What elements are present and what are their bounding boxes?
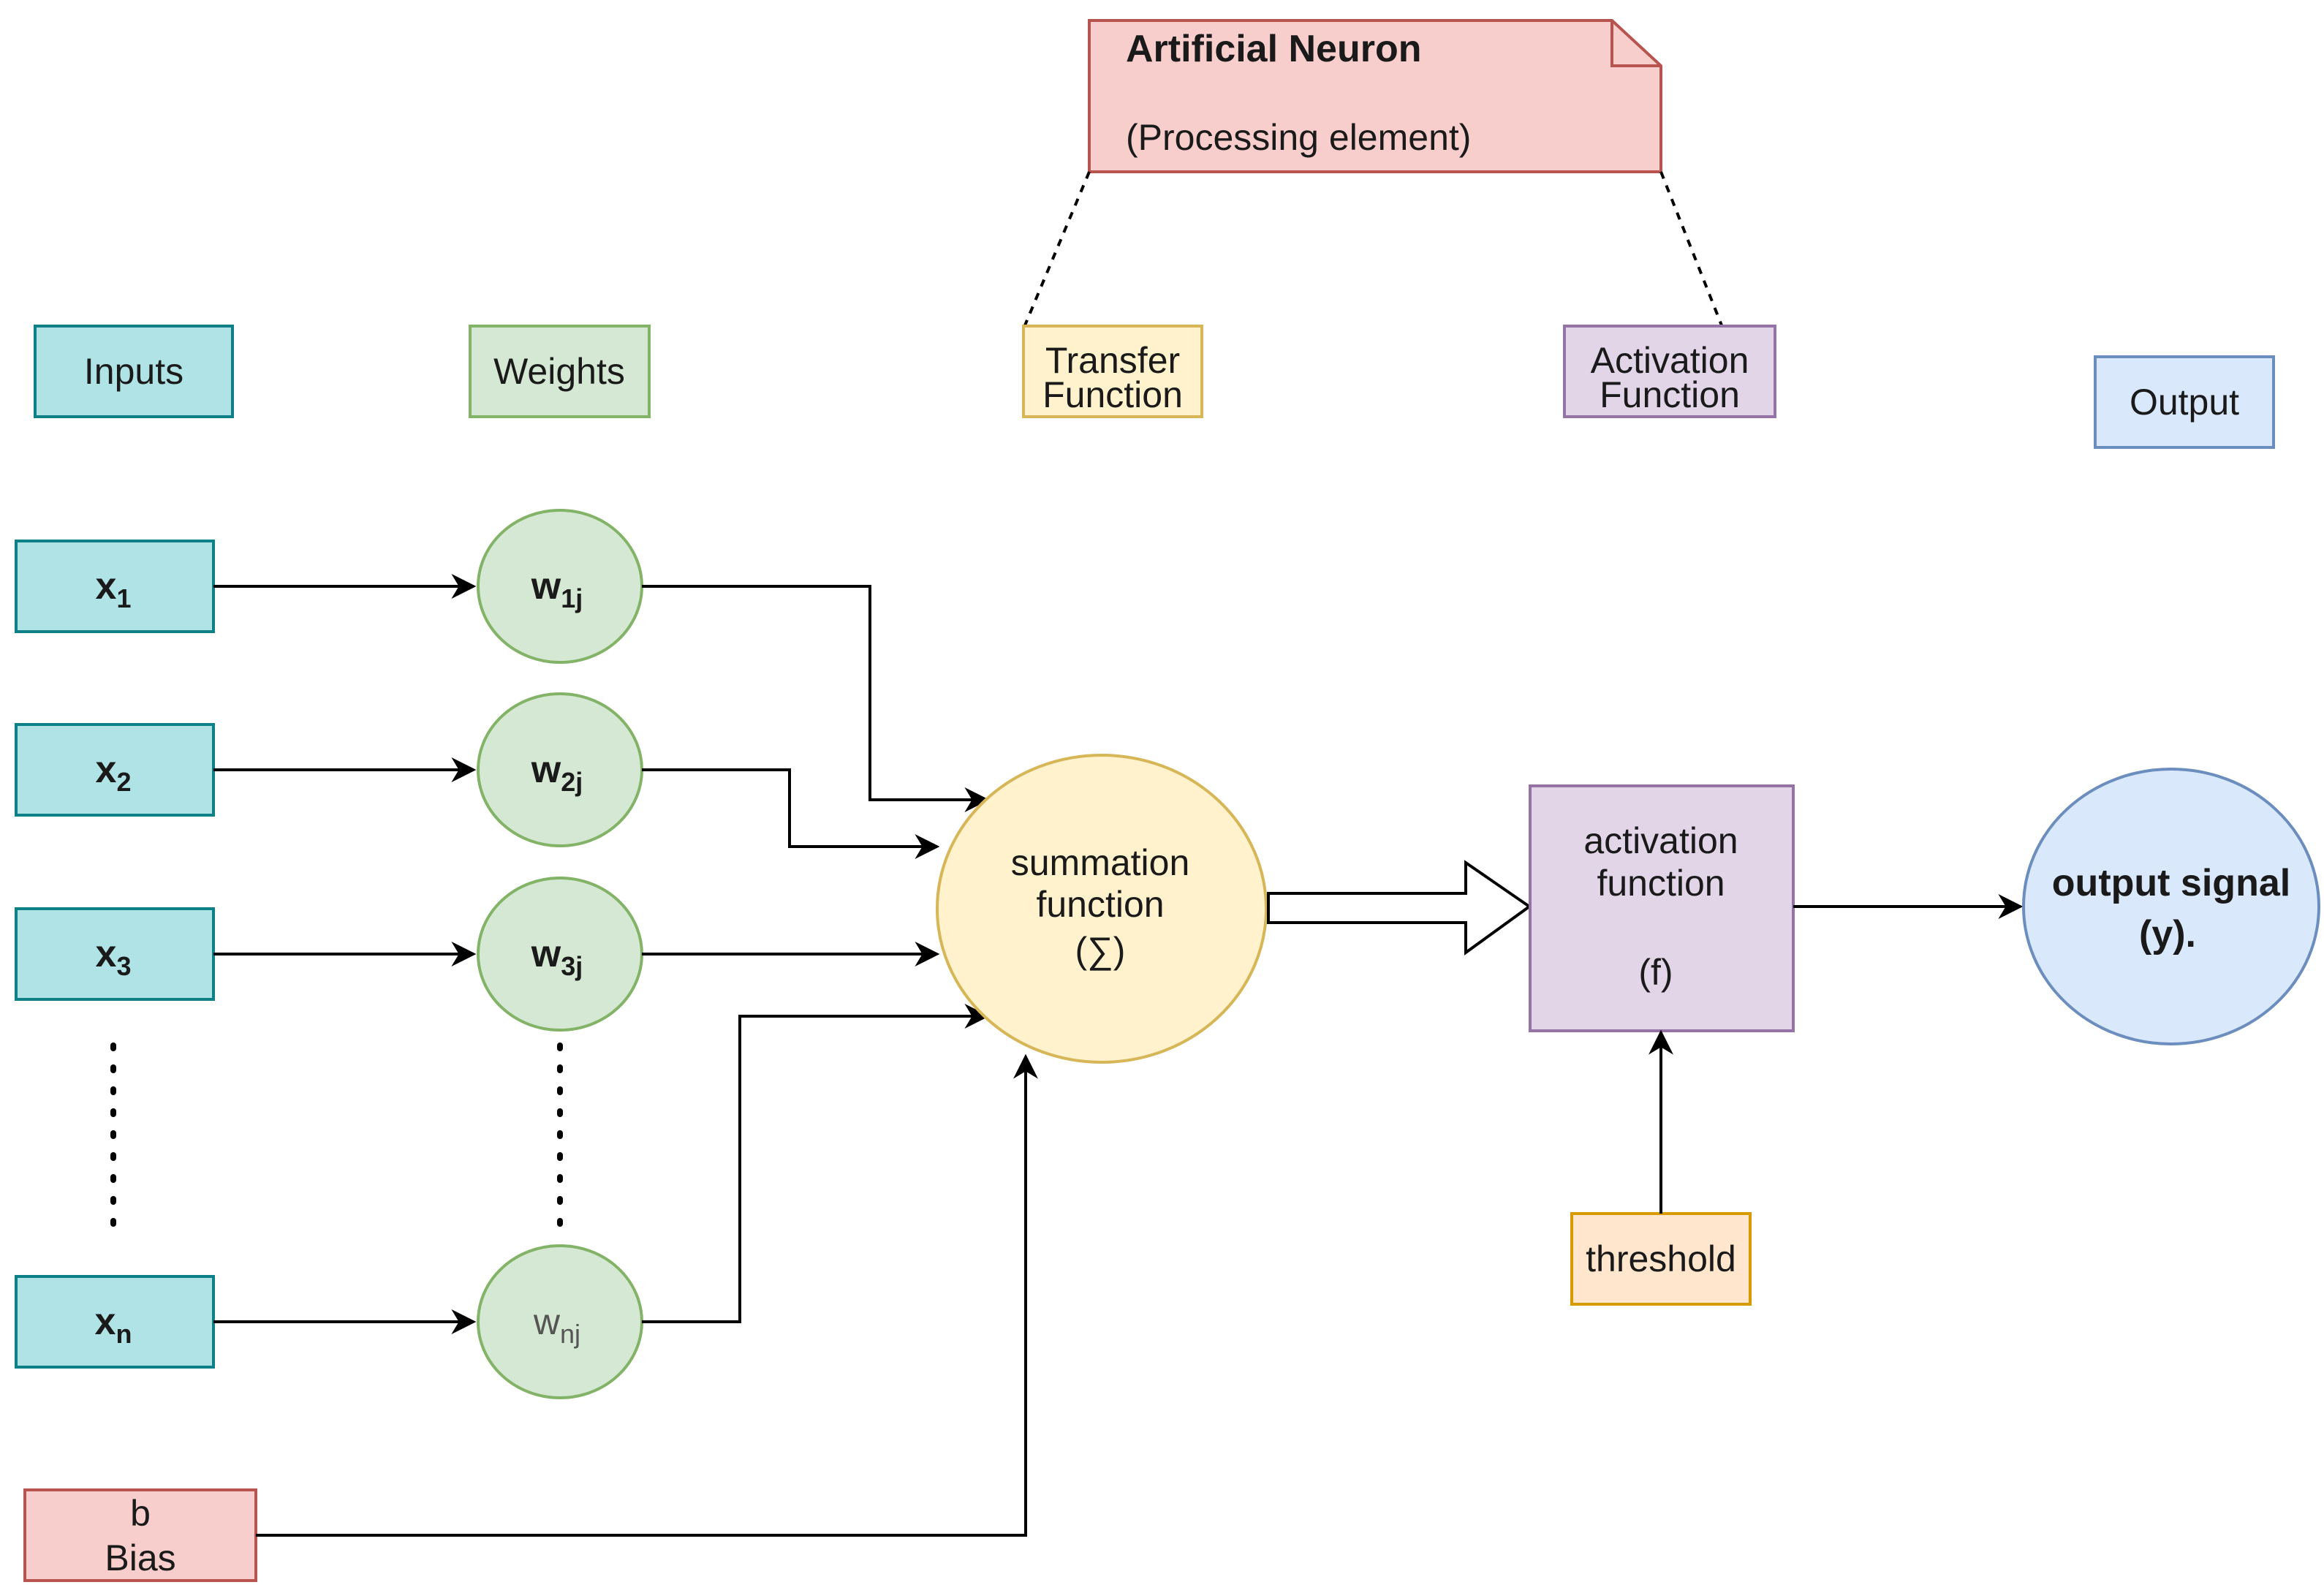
activation-function: activation function (f) (1529, 784, 1795, 1032)
svg-text:x2: x2 (96, 749, 132, 797)
arrow-w2j-summation (642, 768, 940, 859)
note-title: Artificial Neuron (1126, 28, 1422, 70)
threshold-label: threshold (1586, 1238, 1736, 1279)
weight-w1j: w1j (477, 509, 643, 664)
header-output: Output (2094, 355, 2275, 449)
header-inputs-label: Inputs (84, 351, 183, 392)
svg-text:w2j: w2j (531, 749, 583, 797)
note-link-activation (1659, 171, 1723, 326)
summation-line1: summation (1011, 842, 1190, 883)
input-xn: xn (15, 1275, 215, 1369)
input-x2: x2 (15, 723, 215, 817)
header-transfer-line1: Transfer (1045, 340, 1180, 381)
threshold-box: threshold (1570, 1212, 1752, 1306)
artificial-neuron-note: Artificial Neuron (Processing element) (1088, 19, 1662, 173)
activation-line1: activation (1583, 820, 1738, 861)
svg-text:w3j: w3j (531, 933, 583, 981)
activation-line2: function (1597, 863, 1725, 904)
input-x3: x3 (15, 907, 215, 1001)
note-subtitle: (Processing element) (1126, 117, 1471, 158)
svg-text:xn: xn (95, 1301, 132, 1349)
block-arrow-summation-activation (1267, 860, 1532, 956)
header-inputs: Inputs (34, 325, 234, 418)
bias-box: b Bias (23, 1488, 257, 1582)
input-x1: x1 (15, 540, 215, 633)
header-weights-label: Weights (493, 351, 625, 392)
svg-text:w1j: w1j (531, 565, 583, 613)
output-signal: output signal (y). (2022, 768, 2320, 1045)
summation-symbol: (∑) (1075, 930, 1126, 971)
note-link-transfer (1023, 171, 1091, 326)
svg-text:x3: x3 (96, 933, 132, 981)
header-activation-line1: Activation (1591, 340, 1749, 381)
header-transfer-function: Transfer Function (1022, 325, 1203, 418)
arrow-bias-summation (256, 1053, 1038, 1537)
bias-label: Bias (105, 1537, 175, 1578)
activation-symbol: (f) (1638, 952, 1673, 993)
header-output-label: Output (2130, 382, 2239, 423)
weight-w2j: w2j (477, 692, 643, 847)
summation-line2: function (1036, 884, 1164, 925)
svg-text:wnj: wnj (533, 1301, 580, 1349)
weight-w3j: w3j (477, 877, 643, 1032)
output-signal-line2: (y). (2139, 913, 2196, 956)
arrow-w1j-summation (642, 585, 990, 812)
summation-function: summation function (∑) (936, 754, 1268, 1064)
bias-symbol: b (130, 1493, 151, 1534)
arrow-wnj-summation (642, 1004, 990, 1323)
header-weights: Weights (469, 325, 651, 418)
weight-wnj: wnj (477, 1244, 643, 1399)
svg-text:x1: x1 (96, 565, 132, 613)
output-signal-line1: output signal (2052, 862, 2290, 904)
header-transfer-line2: Function (1042, 374, 1183, 415)
header-activation-line2: Function (1600, 374, 1740, 415)
header-activation-function: Activation Function (1563, 325, 1776, 418)
